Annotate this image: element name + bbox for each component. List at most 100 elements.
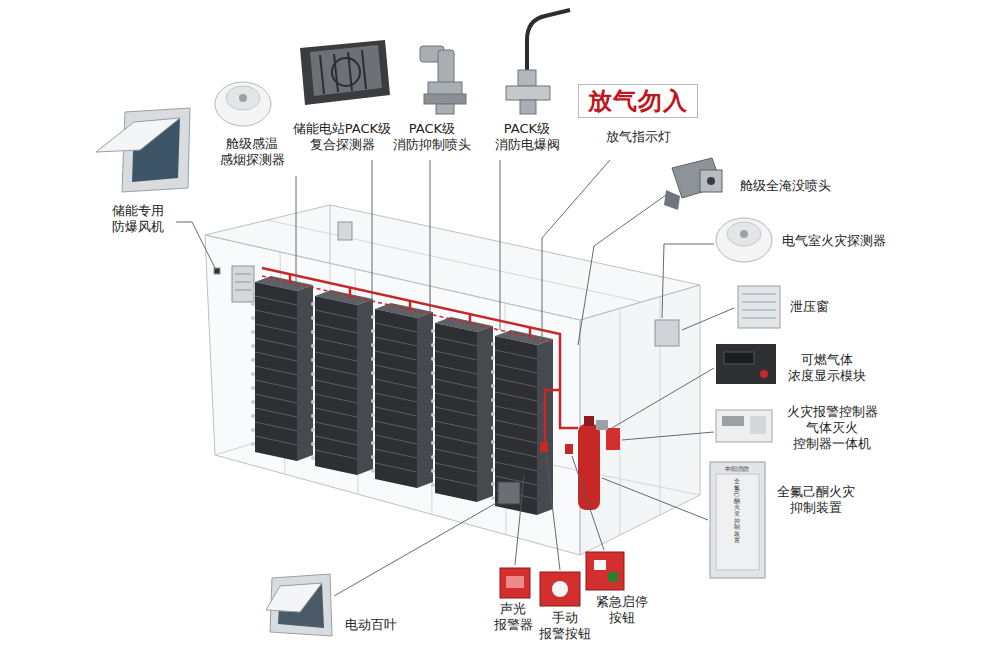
pressure-relief-vent-icon [742,310,776,311]
motorized-louver-icon [266,583,322,612]
fire-pipe [349,288,352,298]
alarm-icons [540,572,580,606]
leader-line [612,368,714,428]
smoke-detector-icon [239,94,247,102]
fire-pipe [262,268,578,428]
inner-devices [498,482,520,504]
pressure-relief-vent-icon [742,294,776,295]
composite-detector-icon [300,40,390,105]
inner-devices [540,442,548,452]
pack-nozzle-icon [420,46,466,114]
composite-detector-icon [310,45,382,96]
callout-label: 紧急启停 按钮 [596,594,648,626]
callout-label: 舱级感温 感烟探测器 [220,136,285,168]
container-wireframe [205,235,580,555]
composite-detector-icon [362,50,366,89]
inner-devices [655,320,679,346]
smoke-detector-icon [215,82,271,126]
callout-label: 电气室火灾探测器 [782,233,886,249]
leader-line [296,176,297,286]
alarm-controller-icon [722,416,744,426]
callout-label: 泄压窗 [790,299,829,315]
container-wireframe [580,285,700,555]
fire-pipe [262,268,578,450]
pack-nozzle-icon [424,94,466,104]
leader-line [176,222,216,270]
composite-detector-icon [332,58,360,86]
fire-pipe [529,328,532,338]
pack-nozzle-icon [438,50,454,84]
gas-display-icon [716,344,776,384]
gas-display-icon [716,344,776,384]
battery-racks [311,290,373,475]
suppression-cabinet-icon [710,462,765,578]
suppression-cylinder [578,424,600,510]
battery-racks [251,276,553,515]
leader-line [662,244,714,318]
inner-devices [498,320,679,504]
leader-line [372,160,373,302]
fire-pipe [409,301,412,311]
leader-line [334,502,498,596]
callout-label: 储能电站PACK级 复合探测器 [293,121,391,153]
electro-explosive-valve-icon [527,10,570,72]
fan-vent [235,290,251,291]
composite-detector-icon [300,40,390,105]
leader-line [176,160,734,596]
pressure-relief-vent-icon [738,286,780,328]
callout-label: 全氟己酮火灾抑制装置 [734,478,740,544]
sign-caption: 放气指示灯 [606,129,671,145]
callout-label: 声光 报警器 [494,601,533,633]
composite-detector-icon [320,55,324,94]
callout-label: 可燃气体 浓度显示模块 [788,352,866,384]
alarm-controller-icon [716,410,772,442]
inner-devices [565,444,573,454]
explosion-proof-fan-icon [96,108,190,192]
leader-line [572,456,604,550]
leader-line [546,454,560,570]
leader-line [515,475,524,565]
total-flooding-nozzle-icon [664,190,680,210]
fan-vent [235,282,251,283]
battery-racks [431,317,493,502]
electrical-room-detector-icon [727,222,761,246]
total-flooding-nozzle-icon [672,158,722,198]
electrical-room-detector-icon [716,218,772,262]
suppression-cabinet-icon [716,474,759,570]
leader-line [542,160,610,345]
callout-label: 舱级全淹没喷头 [740,178,831,194]
container-wireframe [267,220,642,302]
fan-vent [214,268,220,274]
alarm-icons [586,552,624,590]
sign-text: 放气勿入 [588,87,688,115]
alarm-icons [552,581,568,597]
fire-pipe [289,274,292,284]
electro-explosive-valve-icon [518,70,536,86]
callout-label: 手动 报警按钮 [539,610,591,642]
electrical-room-detector-icon [740,230,748,238]
container-wireframe [205,205,700,555]
alarm-controller-icon [716,410,772,442]
pack-nozzle-icon [436,104,454,114]
fire-pipe [262,276,552,342]
alarm-icons [608,572,618,582]
callout-label: 电动百叶 [345,617,397,633]
callout-label: 储能专用 防爆风机 [112,203,164,235]
pressure-relief-vent-icon [742,302,776,303]
battery-racks [251,276,313,461]
motorized-louver-icon [266,574,332,636]
total-flooding-nozzle-icon [664,158,722,210]
leader-line [430,160,431,315]
alarm-controller-icon [750,416,766,434]
callout-label: 中阳消防 [725,465,749,472]
callout-label: 全氟己酮火灾 抑制装置 [777,484,855,516]
leader-line [682,308,734,330]
electrical-room-detector-icon [716,218,772,262]
sign-box: 放气勿入放气指示灯 [578,84,698,118]
battery-racks [371,303,433,488]
smoke-detector-icon [215,82,271,126]
fire-pipe [469,314,472,324]
